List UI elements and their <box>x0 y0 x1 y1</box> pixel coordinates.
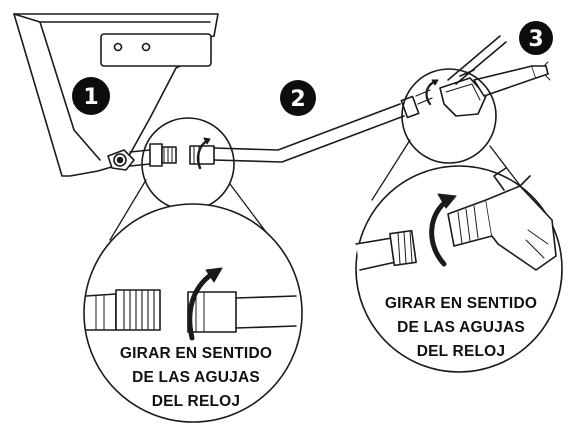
callout-badge-2: 2 <box>280 80 316 116</box>
hose-icon <box>149 103 405 170</box>
zoom-circle-small-right <box>401 68 497 164</box>
instruction-left-line-1: GIRAR EN SENTIDO <box>119 345 273 362</box>
detail-circle-right <box>355 165 563 373</box>
spray-gun-icon <box>400 35 551 119</box>
hopper-icon <box>13 13 219 177</box>
instruction-right-line-3: DEL RELOJ <box>416 343 506 360</box>
callout-badge-1: 1 <box>72 77 110 115</box>
instruction-right-line-2: DE LAS AGUJAS <box>397 319 525 336</box>
callout-number-2: 2 <box>290 87 305 112</box>
instruction-right: GIRAR EN SENTIDO DE LAS AGUJAS DEL RELOJ <box>362 292 560 364</box>
callout-badge-3: 3 <box>519 21 553 55</box>
zoom-connector-left <box>109 179 147 241</box>
instruction-left-line-2: DE LAS AGUJAS <box>132 369 260 386</box>
detail-circle-left <box>83 203 303 423</box>
instruction-right-line-1: GIRAR EN SENTIDO <box>384 295 538 312</box>
instruction-left-line-3: DEL RELOJ <box>151 393 241 410</box>
instruction-left: GIRAR EN SENTIDO DE LAS AGUJAS DEL RELOJ <box>92 342 300 414</box>
callout-number-3: 3 <box>528 27 543 52</box>
callout-number-1: 1 <box>83 85 98 110</box>
zoom-connector-right <box>371 139 411 201</box>
